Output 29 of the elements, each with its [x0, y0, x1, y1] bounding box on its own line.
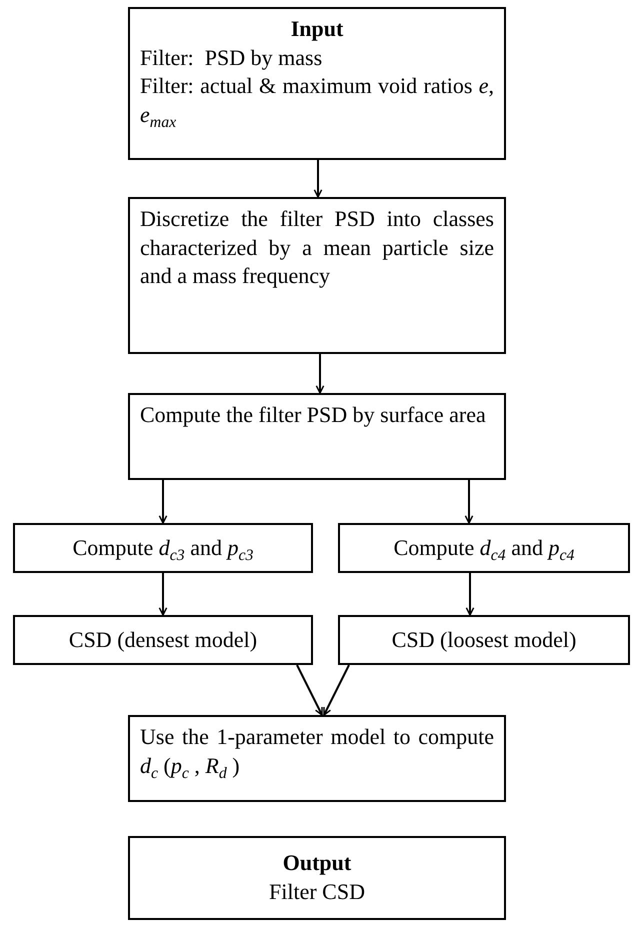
box-text: CSD (densest model)	[68, 626, 258, 654]
box-text: Use the 1-parameter model to compute d$_{c}$ (p$_{c}$ , R$_{d}$ )	[140, 723, 494, 780]
arrow	[464, 480, 474, 524]
arrow	[314, 160, 322, 198]
arrow	[466, 573, 474, 616]
process-box	[128, 7, 506, 160]
box-text: Filter: PSD by mass	[140, 44, 324, 72]
process-box	[338, 615, 630, 665]
box-heading: Input	[290, 15, 344, 43]
process-box	[13, 615, 313, 665]
arrow	[316, 354, 324, 394]
process-box	[128, 836, 506, 920]
arrow	[323, 664, 350, 716]
box-text: Compute the filter PSD by surface area	[140, 401, 487, 429]
box-heading: Output	[282, 849, 352, 878]
box-text: Compute d$_{c4}$ and p$_{c4}$	[392, 534, 576, 562]
arrow	[296, 664, 323, 716]
box-text: Compute d$_{c3}$ and p$_{c3}$	[72, 534, 254, 562]
box-text: Discretize the filter PSD into classes characterized by a mean particle size and a mass frequency	[140, 205, 494, 290]
process-box	[128, 393, 506, 480]
box-text: Filter CSD	[268, 878, 366, 906]
process-box	[338, 523, 630, 573]
process-box	[128, 197, 506, 354]
box-text: Filter: actual & maximum void ratios e, e$_{max}$	[140, 72, 494, 130]
arrow	[158, 480, 168, 524]
box-text: CSD (loosest model)	[390, 626, 578, 654]
process-box	[13, 523, 313, 573]
arrow	[158, 573, 168, 616]
process-box	[128, 715, 506, 802]
